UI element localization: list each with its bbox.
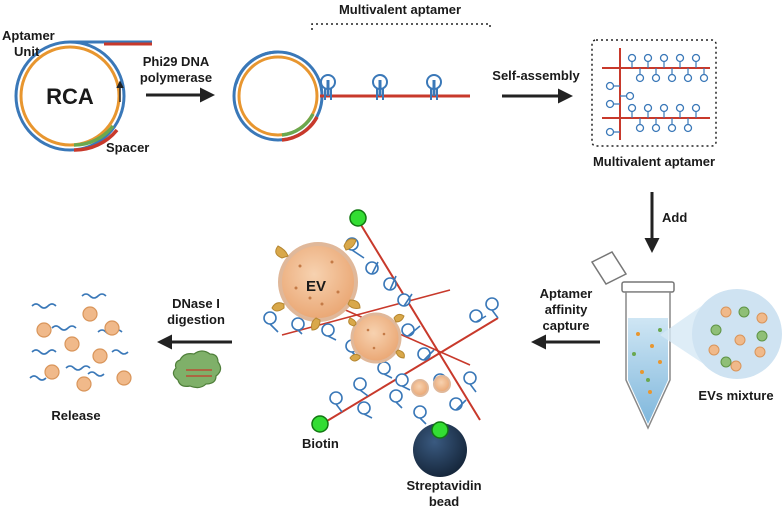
aptamer-unit-label-1: Aptamer [2,28,55,43]
ev-vesicle-medium [348,312,405,364]
capture-complex [263,209,499,477]
spacer-label: Spacer [106,140,149,155]
biotin-label: Biotin [302,436,339,451]
rca-label: RCA [46,84,94,109]
biotin-ball-top [349,209,367,227]
release-label: Release [51,408,100,423]
rca-template: RCA [14,40,152,152]
streptavidin-label-1: Streptavidin [406,478,481,493]
ev-vesicle-small [411,375,451,397]
multivalent-aptamer-box-label: Multivalent aptamer [593,154,715,169]
self-assembly-label: Self-assembly [492,68,580,83]
rca-product [232,50,470,142]
phi29-label-2: polymerase [140,70,212,85]
dnase-label-2: digestion [167,312,225,327]
streptavidin-label-2: bead [429,494,459,509]
streptavidin-bead [413,421,467,477]
ev-vesicle-large: EV [271,238,361,331]
add-label: Add [662,210,687,225]
aptamer-capture-label-2: affinity [545,302,588,317]
evs-mixture-icon [692,289,782,379]
bracket [311,23,491,30]
ev-label: EV [306,278,326,295]
multivalent-aptamer-lattice [591,39,717,147]
biotin-ball-left [311,415,329,433]
phi29-label-1: Phi29 DNA [143,54,210,69]
evs-mixture-label: EVs mixture [698,388,773,403]
aptamer-capture-label-1: Aptamer [540,286,593,301]
released-ev-icons [36,306,132,392]
aptamer-capture-label-3: capture [543,318,590,333]
dnase-enzyme-icon [172,350,222,389]
released-dna-fragments [29,293,129,381]
multivalent-aptamer-top-label: Multivalent aptamer [339,2,461,17]
microtube-icon [590,251,675,430]
aptamer-unit-label-2: Unit [14,44,40,59]
dnase-label-1: DNase I [172,296,220,311]
